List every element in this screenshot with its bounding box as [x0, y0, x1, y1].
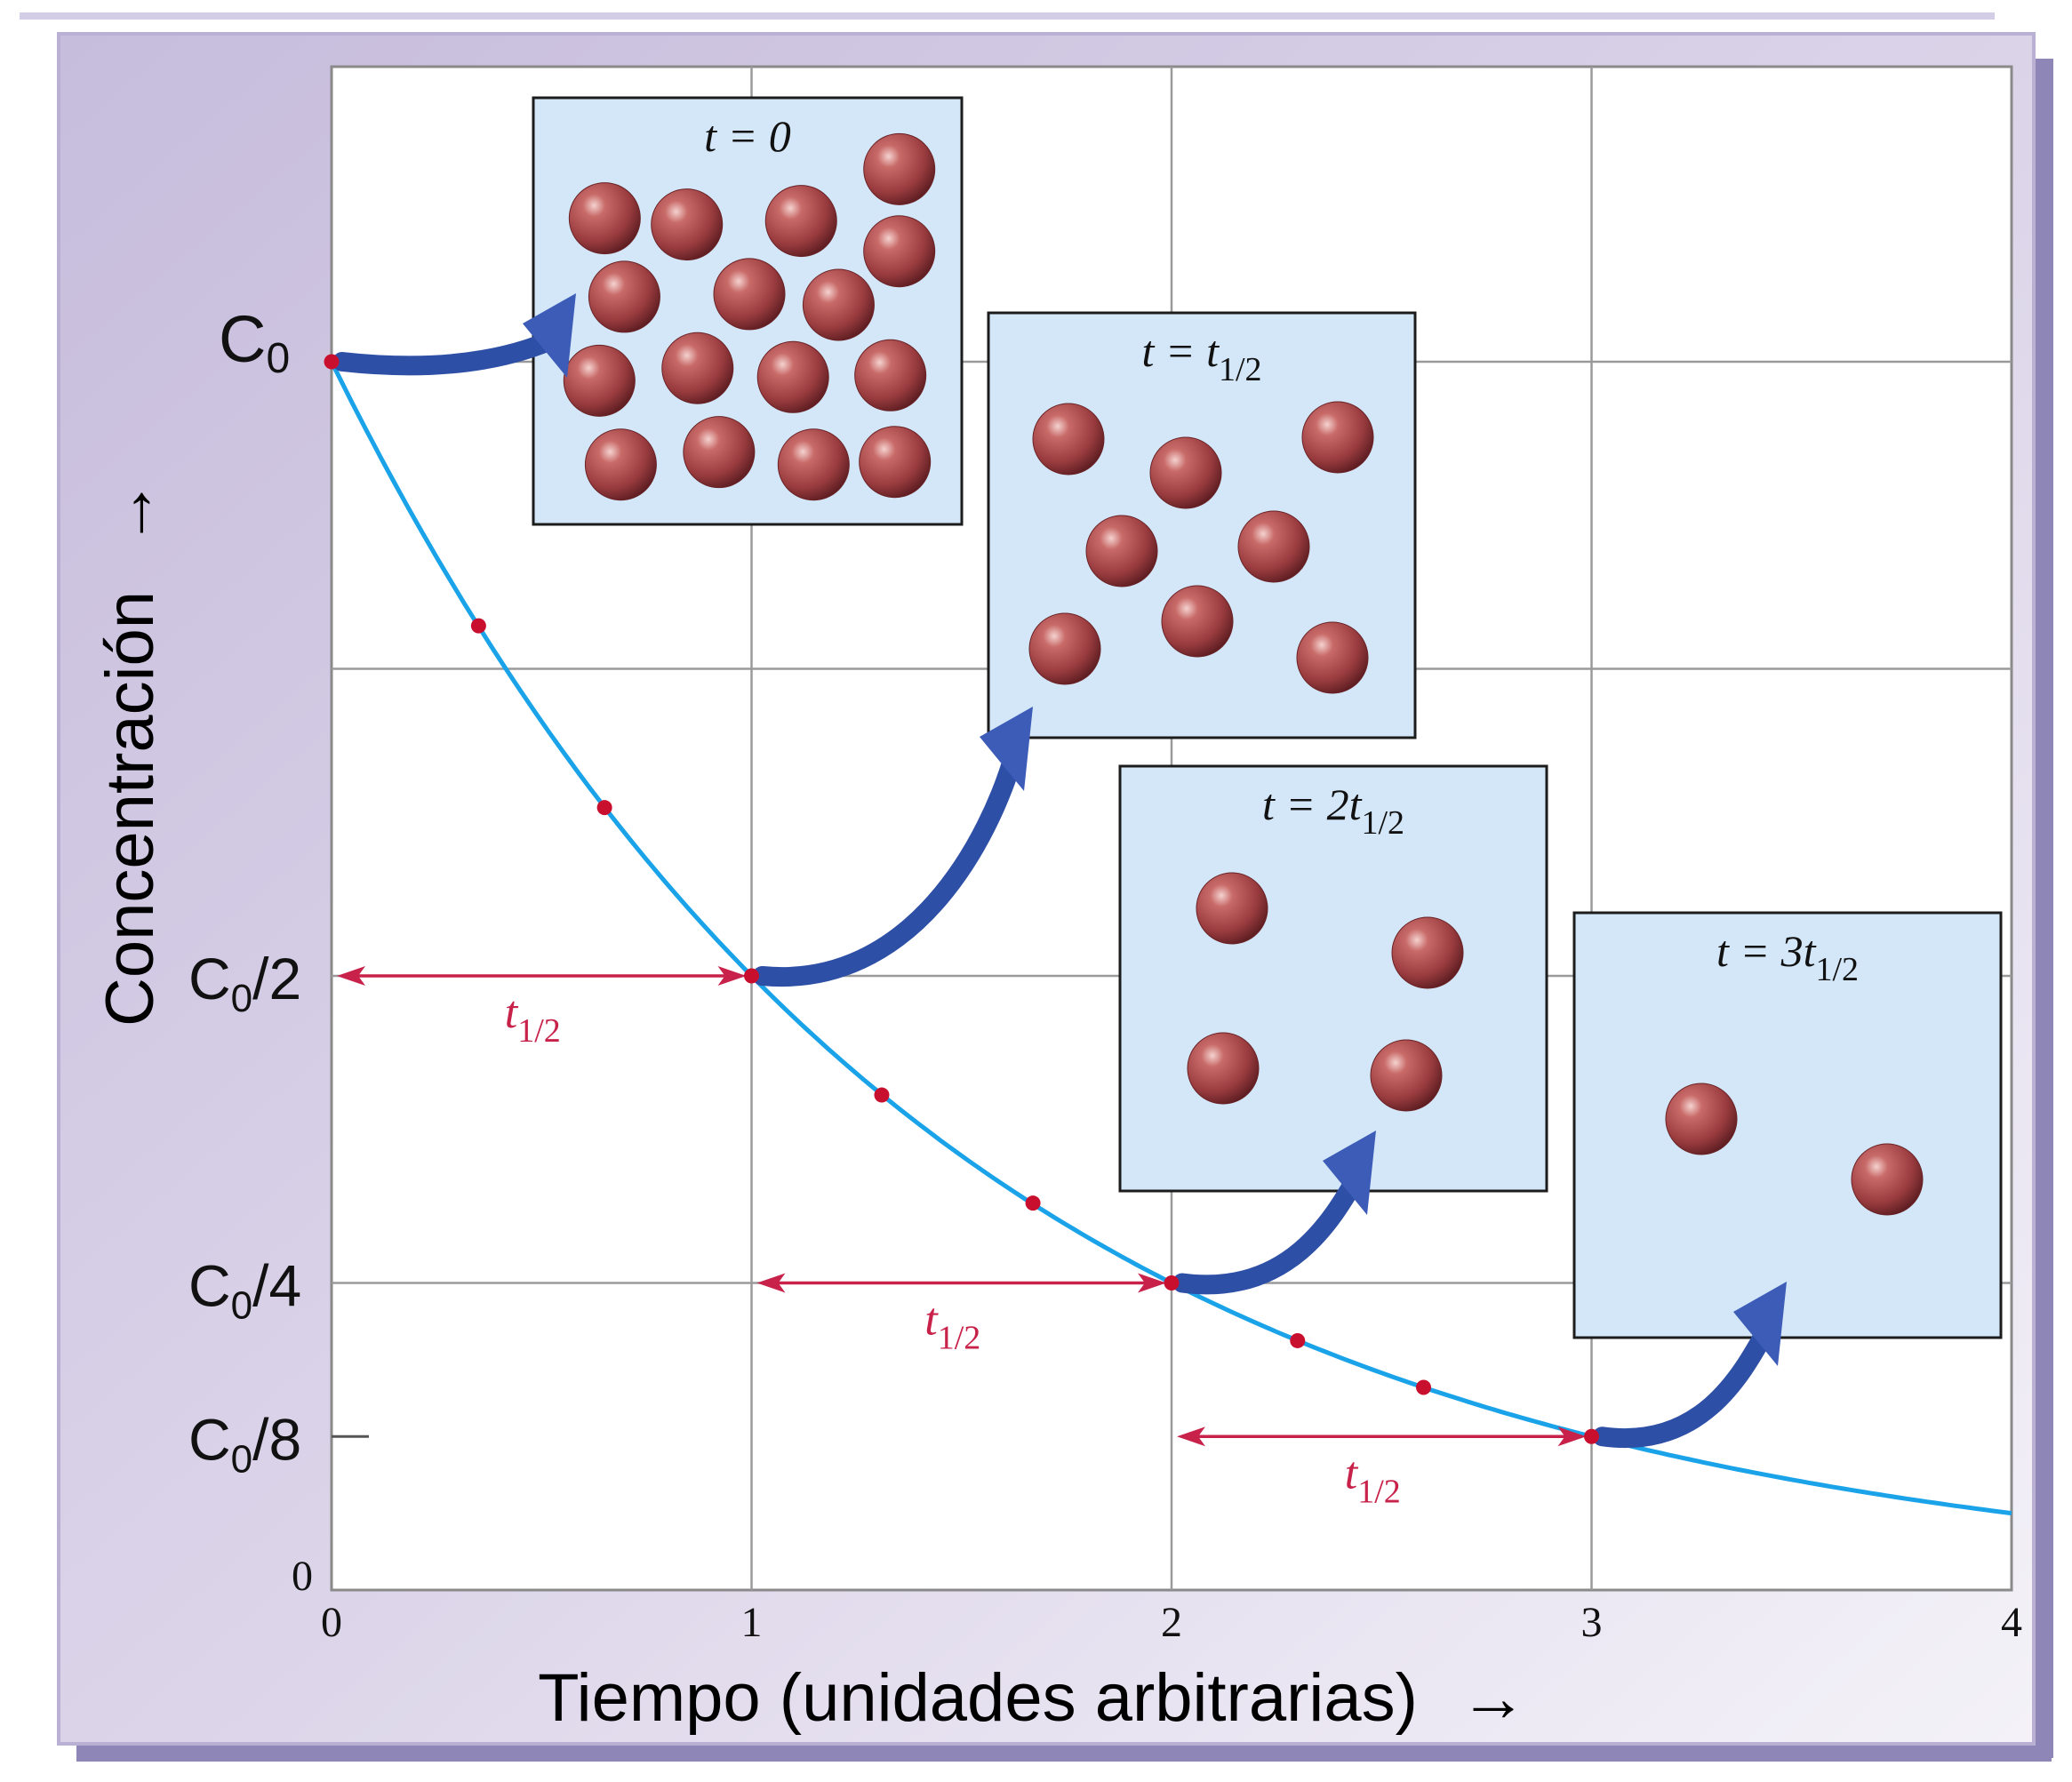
callout-arrows — [332, 293, 1787, 1448]
callout-arrow — [1172, 1131, 1376, 1295]
particle — [863, 215, 936, 288]
particle — [1301, 401, 1374, 474]
half-life-arrowhead-right — [1557, 1426, 1587, 1447]
data-point — [874, 1087, 890, 1103]
y-tick-label: C0 — [219, 302, 290, 382]
x-axis-title-arrow: → — [1460, 1660, 1527, 1736]
half-life-arrowhead-left — [1177, 1426, 1205, 1447]
x-tick-label: 1 — [741, 1599, 763, 1646]
particle — [568, 182, 641, 255]
x-tick-label: 2 — [1161, 1599, 1182, 1646]
callout-arrow — [752, 707, 1033, 987]
data-point — [744, 968, 759, 984]
x-tick-label: 3 — [1581, 1599, 1603, 1646]
particle — [859, 426, 932, 499]
particle — [1665, 1083, 1738, 1155]
data-point — [324, 354, 340, 370]
particle — [1149, 436, 1222, 509]
particle — [802, 268, 875, 341]
half-life-label: t1/2 — [924, 1295, 980, 1357]
snapshot-panel: t = 3t1/2 — [1572, 911, 2003, 1339]
x-axis-title: Tiempo (unidades arbitrarias) — [538, 1660, 1418, 1736]
snapshot-panel: t = 0 — [532, 96, 964, 526]
snapshot-time-label: t = t1/2 — [1141, 326, 1261, 388]
particle — [588, 260, 660, 333]
callout-arrowhead — [980, 707, 1033, 791]
snapshot-panel: t = 2t1/2 — [1118, 764, 1548, 1193]
data-point — [1416, 1379, 1431, 1395]
y-axis-title-arrow: → — [92, 479, 168, 547]
y-axis-title: Concentración — [92, 591, 168, 1027]
half-life-arrowhead-left — [337, 966, 365, 986]
particle — [651, 188, 724, 261]
particle — [1085, 515, 1158, 587]
snapshot-panel-box — [1572, 911, 2003, 1339]
particle — [1851, 1143, 1924, 1216]
particle — [764, 185, 837, 258]
data-point — [1290, 1332, 1306, 1348]
y-tick-label: C0/4 — [188, 1253, 301, 1328]
particle — [1296, 621, 1369, 694]
half-life-arrowhead-left — [756, 1273, 786, 1293]
data-point — [470, 618, 486, 634]
half-life-arrows: t1/2 t1/2 t1/2 — [337, 966, 1587, 1510]
callout-arrow — [1592, 1282, 1787, 1448]
snapshot-time-label: t = 2t1/2 — [1262, 779, 1404, 842]
callout-arrowhead — [523, 293, 576, 378]
x-tick-label: 0 — [321, 1599, 342, 1646]
particle — [563, 344, 636, 417]
half-life-arrowhead-right — [1138, 1273, 1166, 1293]
particle — [863, 132, 936, 205]
particle — [1032, 403, 1105, 475]
particle — [1370, 1039, 1443, 1112]
half-life-arrowhead-right — [717, 966, 747, 986]
snapshot-time-label: t = 3t1/2 — [1716, 926, 1859, 988]
callout-arrow-shaft — [752, 741, 1025, 987]
data-points — [324, 354, 1599, 1444]
data-point — [1164, 1275, 1180, 1291]
callout-arrowhead — [1733, 1282, 1787, 1366]
particle — [854, 339, 927, 412]
snapshot-time-label: t = 0 — [704, 111, 791, 161]
particle — [713, 258, 786, 331]
particle — [1196, 872, 1268, 945]
snapshot-panel: t = t1/2 — [987, 311, 1417, 739]
callout-arrow — [332, 293, 576, 378]
particle — [584, 428, 657, 501]
data-point — [596, 800, 612, 816]
snapshot-panel-box — [1118, 764, 1548, 1193]
data-point — [1025, 1195, 1041, 1211]
callout-arrowhead — [1323, 1131, 1376, 1215]
particle — [661, 332, 734, 404]
particle — [1187, 1032, 1260, 1105]
y-tick-label: C0/2 — [188, 946, 301, 1020]
half-life-label: t1/2 — [505, 987, 561, 1050]
particle — [1028, 612, 1101, 685]
snapshot-panels: t = 0 t = t1/2 t = 2t1/2 t = 3t1/2 — [532, 96, 2003, 1339]
y-tick-label: C0/8 — [188, 1406, 301, 1481]
particle — [756, 340, 829, 413]
half-life-label: t1/2 — [1345, 1448, 1401, 1510]
x-tick-label: 4 — [2001, 1599, 2022, 1646]
particle — [1237, 510, 1310, 583]
particle — [1161, 585, 1234, 658]
x-axis-ticks: 0 1 2 3 4 — [321, 1599, 2022, 1646]
particle — [683, 416, 756, 489]
y-tick-label: 0 — [292, 1553, 313, 1600]
data-point — [1584, 1428, 1599, 1444]
callout-arrow-shaft — [1172, 1165, 1368, 1295]
particle — [1391, 916, 1464, 989]
callout-arrow-shaft — [1592, 1316, 1779, 1448]
particle — [777, 428, 850, 501]
